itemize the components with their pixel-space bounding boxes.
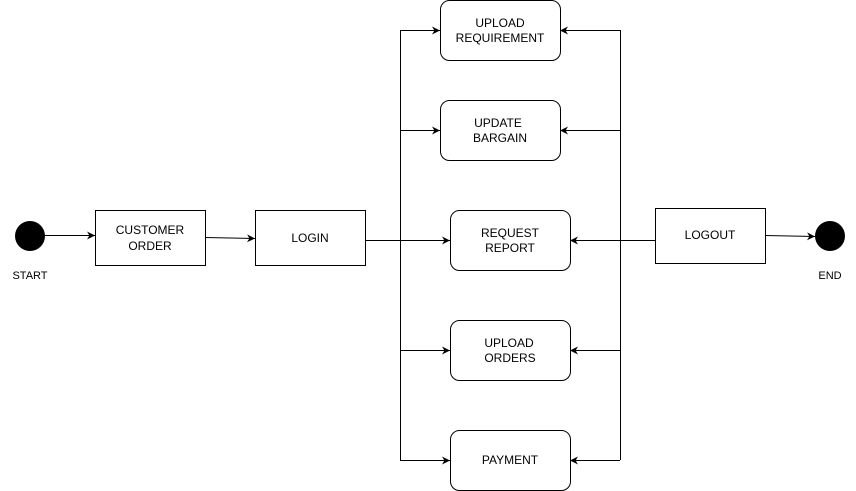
node-login-label: LOGIN — [291, 231, 328, 245]
node-customer-order: CUSTOMER ORDER — [95, 210, 206, 266]
node-customer-order-line-1: CUSTOMER — [116, 223, 185, 237]
node-update-bargain-line-2: BARGAIN — [473, 131, 527, 145]
node-payment-label: PAYMENT — [482, 453, 539, 467]
node-logout: LOGOUT — [655, 208, 766, 264]
end-label: END — [818, 270, 841, 282]
end-node — [815, 221, 845, 251]
node-request-report: REQUEST REPORT — [450, 210, 571, 271]
edges — [45, 26, 816, 465]
edge-customer-order-to-login — [204, 234, 256, 243]
start-node — [15, 221, 45, 251]
node-login: LOGIN — [255, 210, 366, 266]
node-upload-orders: UPLOAD ORDERS — [450, 320, 571, 381]
node-upload-requirement-line-1: UPLOAD — [475, 16, 525, 30]
node-logout-label: LOGOUT — [685, 228, 736, 242]
node-update-bargain: UPDATE BARGAIN — [440, 100, 561, 161]
node-upload-requirement: UPLOAD REQUIREMENT — [440, 0, 561, 61]
node-upload-orders-line-1: UPLOAD — [484, 336, 534, 350]
start-label: START — [12, 270, 47, 282]
node-request-report-line-2: REPORT — [485, 241, 535, 255]
node-payment: PAYMENT — [450, 430, 571, 491]
node-customer-order-line-2: ORDER — [128, 239, 172, 253]
node-upload-orders-line-2: ORDERS — [484, 351, 535, 365]
node-update-bargain-line-1: UPDATE — [474, 116, 522, 130]
edge-logout-to-end — [764, 232, 816, 241]
node-upload-requirement-line-2: REQUIREMENT — [456, 31, 545, 45]
node-request-report-line-1: REQUEST — [481, 226, 540, 240]
